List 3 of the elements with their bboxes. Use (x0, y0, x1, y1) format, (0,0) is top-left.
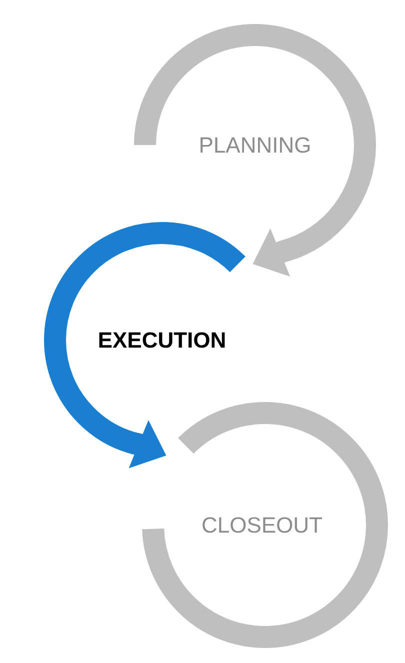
stage-label: CLOSEOUT (202, 517, 322, 533)
stage-label: EXECUTION (99, 332, 225, 348)
stage-label: PLANNING (200, 137, 310, 153)
